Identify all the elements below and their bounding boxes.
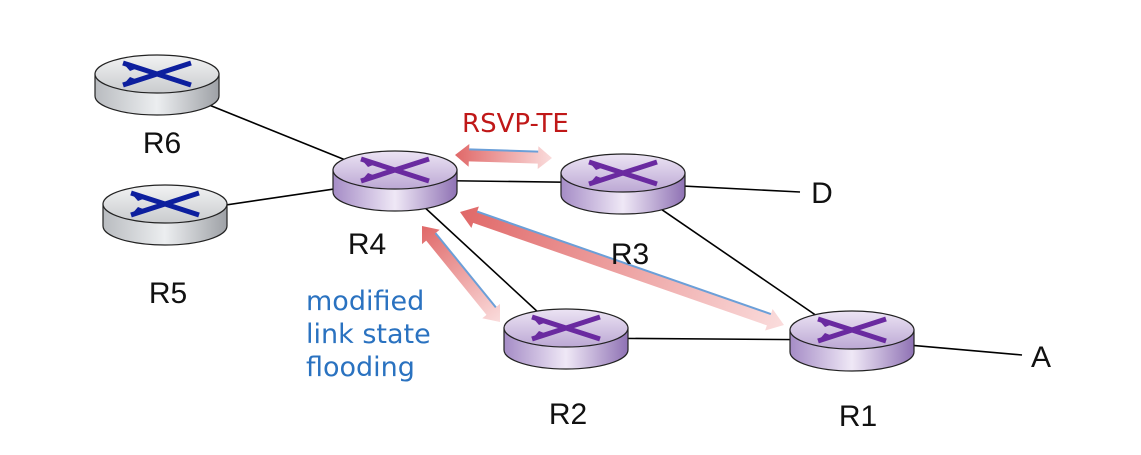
- rsvp-arrow-r4-r3: [455, 144, 552, 169]
- router-cross-icon: [817, 316, 887, 344]
- hosts: DA: [811, 177, 1051, 374]
- router-cross-icon: [531, 314, 601, 342]
- router-cross-icon: [360, 156, 430, 184]
- host-label-a: A: [1031, 341, 1051, 374]
- flooding-label-line2: link state: [306, 319, 431, 350]
- router-r2: [503, 308, 629, 370]
- router-r4: [332, 150, 458, 212]
- router-r5: [102, 184, 228, 246]
- router-cross-icon: [122, 60, 192, 88]
- router-r3: [560, 153, 686, 215]
- rsvp-te-label: RSVP-TE: [462, 109, 569, 139]
- router-label-r1: R1: [839, 400, 877, 433]
- host-label-d: D: [811, 177, 833, 210]
- router-label-r2: R2: [549, 398, 587, 431]
- router-label-r3: R3: [611, 238, 649, 271]
- router-cross-icon: [130, 190, 200, 218]
- router-cross-icon: [588, 159, 658, 187]
- flood-arrow-r4-r2: [422, 226, 500, 322]
- signalling-arrows: [422, 144, 784, 331]
- router-r6: [94, 54, 220, 116]
- flooding-label-line3: flooding: [306, 352, 415, 383]
- router-label-r4: R4: [348, 228, 386, 261]
- flooding-label-line1: modified: [306, 286, 424, 317]
- rsvp-arrow-r4-r1: [460, 206, 784, 331]
- router-label-r5: R5: [149, 277, 187, 310]
- router-label-r6: R6: [143, 127, 181, 160]
- router-r1: [789, 310, 915, 372]
